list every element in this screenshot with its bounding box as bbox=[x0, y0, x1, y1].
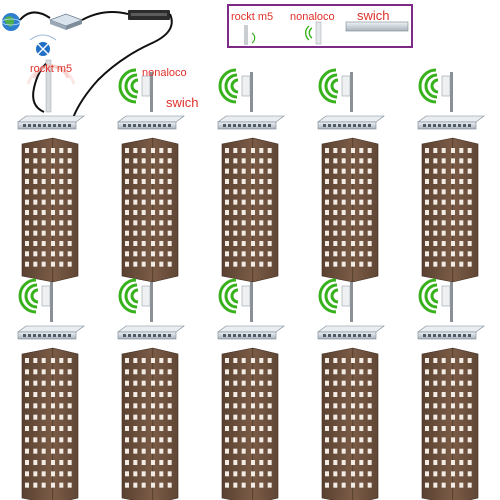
tower-r2-c5 bbox=[417, 278, 485, 500]
legend-box bbox=[227, 4, 413, 48]
antenna-icon bbox=[441, 72, 453, 112]
tower-r1-c4 bbox=[317, 68, 385, 283]
tower-r1-c5 bbox=[417, 68, 485, 283]
wifi-signal-icon bbox=[418, 68, 439, 104]
building-icon bbox=[121, 347, 179, 500]
legend-switch-label: swich bbox=[357, 8, 390, 23]
building-icon bbox=[421, 137, 479, 283]
router-rocket-icon bbox=[29, 34, 57, 56]
antenna-icon bbox=[41, 282, 53, 322]
building-icon bbox=[21, 347, 79, 500]
antenna-icon bbox=[241, 72, 253, 112]
switch-label: swich bbox=[166, 95, 199, 110]
switch-icon bbox=[217, 115, 285, 130]
wifi-signal-icon bbox=[218, 278, 239, 314]
wifi-signal-icon bbox=[118, 278, 139, 314]
building-icon bbox=[221, 347, 279, 500]
switch-icon bbox=[117, 115, 185, 130]
building-icon bbox=[21, 137, 79, 283]
switch-icon bbox=[317, 325, 385, 340]
wifi-signal-icon bbox=[18, 278, 39, 314]
tower-r2-c4 bbox=[317, 278, 385, 500]
switch-icon bbox=[217, 325, 285, 340]
router-icon bbox=[128, 10, 170, 20]
legend-rocket-label: rockt m5 bbox=[231, 11, 274, 23]
rocket-antenna-icon bbox=[26, 59, 76, 113]
building-icon bbox=[321, 347, 379, 500]
globe-icon bbox=[1, 13, 21, 31]
modem-icon bbox=[48, 13, 84, 30]
legend-antenna-label: nonaloco bbox=[290, 11, 335, 23]
switch-icon bbox=[117, 325, 185, 340]
wifi-signal-icon bbox=[318, 68, 339, 104]
tower-r1-c1 bbox=[17, 59, 85, 283]
building-icon bbox=[121, 137, 179, 283]
antenna-icon bbox=[241, 282, 253, 322]
legend-switch-icon bbox=[345, 21, 409, 32]
wifi-signal-icon bbox=[218, 68, 239, 104]
tower-r2-c2 bbox=[117, 278, 185, 500]
antenna-icon bbox=[341, 72, 353, 112]
switch-icon bbox=[417, 115, 485, 130]
legend-antenna-icon bbox=[305, 21, 322, 45]
antenna-icon bbox=[441, 282, 453, 322]
antenna-label: nonaloco bbox=[142, 67, 187, 79]
tower-grid bbox=[17, 59, 485, 500]
legend-rocket-icon bbox=[244, 25, 256, 45]
antenna-icon bbox=[141, 72, 153, 112]
tower-r2-c1 bbox=[17, 278, 85, 500]
wifi-signal-icon bbox=[118, 68, 139, 104]
wifi-signal-icon bbox=[318, 278, 339, 314]
tower-r2-c3 bbox=[217, 278, 285, 500]
tower-r1-c3 bbox=[217, 68, 285, 283]
antenna-icon bbox=[341, 282, 353, 322]
building-icon bbox=[321, 137, 379, 283]
switch-icon bbox=[417, 325, 485, 340]
building-icon bbox=[421, 347, 479, 500]
rocket-label: rockt m5 bbox=[30, 63, 73, 75]
wifi-signal-icon bbox=[418, 278, 439, 314]
building-icon bbox=[221, 137, 279, 283]
switch-icon bbox=[17, 115, 85, 130]
switch-icon bbox=[17, 325, 85, 340]
switch-icon bbox=[317, 115, 385, 130]
tower-r1-c2 bbox=[117, 68, 185, 283]
antenna-icon bbox=[141, 282, 153, 322]
